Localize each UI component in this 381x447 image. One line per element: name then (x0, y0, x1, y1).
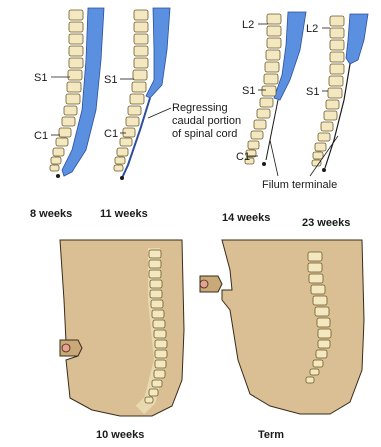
filum-pointer-14w (270, 140, 278, 176)
l2-label-23w: L2 (306, 23, 318, 35)
spinal-cord-11w (146, 8, 170, 98)
stage-8-weeks: S1 C1 (34, 8, 104, 178)
body-wall-term (222, 240, 364, 414)
l2-label-14w: L2 (242, 19, 254, 31)
caption-10-weeks: 10 weeks (96, 429, 144, 441)
cord-tip-23w (322, 168, 326, 172)
s1-label-14w: S1 (242, 85, 255, 97)
c1-label-14w: C1 (236, 151, 250, 163)
stage-term (200, 240, 364, 414)
umbilical-opening-term (200, 280, 208, 288)
c1-label-11w: C1 (104, 128, 118, 140)
regressing-text-line3: of spinal cord (172, 128, 237, 140)
stage-10-weeks (60, 240, 184, 416)
s1-label-8w: S1 (34, 72, 47, 84)
caption-term: Term (258, 429, 284, 441)
filum-terminale-label: Filum terminale (262, 179, 337, 191)
cord-tip-14w (262, 162, 266, 166)
cord-tip-11w (120, 176, 124, 180)
s1-label-23w: S1 (306, 86, 319, 98)
stage-23-weeks: L2 S1 (306, 14, 368, 172)
umbilical-opening-10w (62, 344, 70, 352)
regressing-pointer (148, 108, 171, 118)
caption-11-weeks: 11 weeks (100, 208, 148, 220)
spinal-cord-23w (346, 14, 368, 64)
cord-tip-8w (56, 174, 60, 178)
c1-label-8w: C1 (34, 130, 48, 142)
body-wall-10w (60, 240, 184, 416)
regressing-text-line1: Regressing (172, 102, 228, 114)
s1-label-11w: S1 (104, 74, 117, 86)
regressing-text-line2: caudal portion (172, 115, 241, 127)
caption-23-weeks: 23 weeks (302, 217, 350, 229)
stage-11-weeks: S1 C1 Regressing caudal portion of spina… (104, 8, 241, 180)
caption-14-weeks: 14 weeks (222, 212, 270, 224)
caption-8-weeks: 8 weeks (30, 208, 72, 220)
vertebral-column-11w (114, 10, 148, 171)
